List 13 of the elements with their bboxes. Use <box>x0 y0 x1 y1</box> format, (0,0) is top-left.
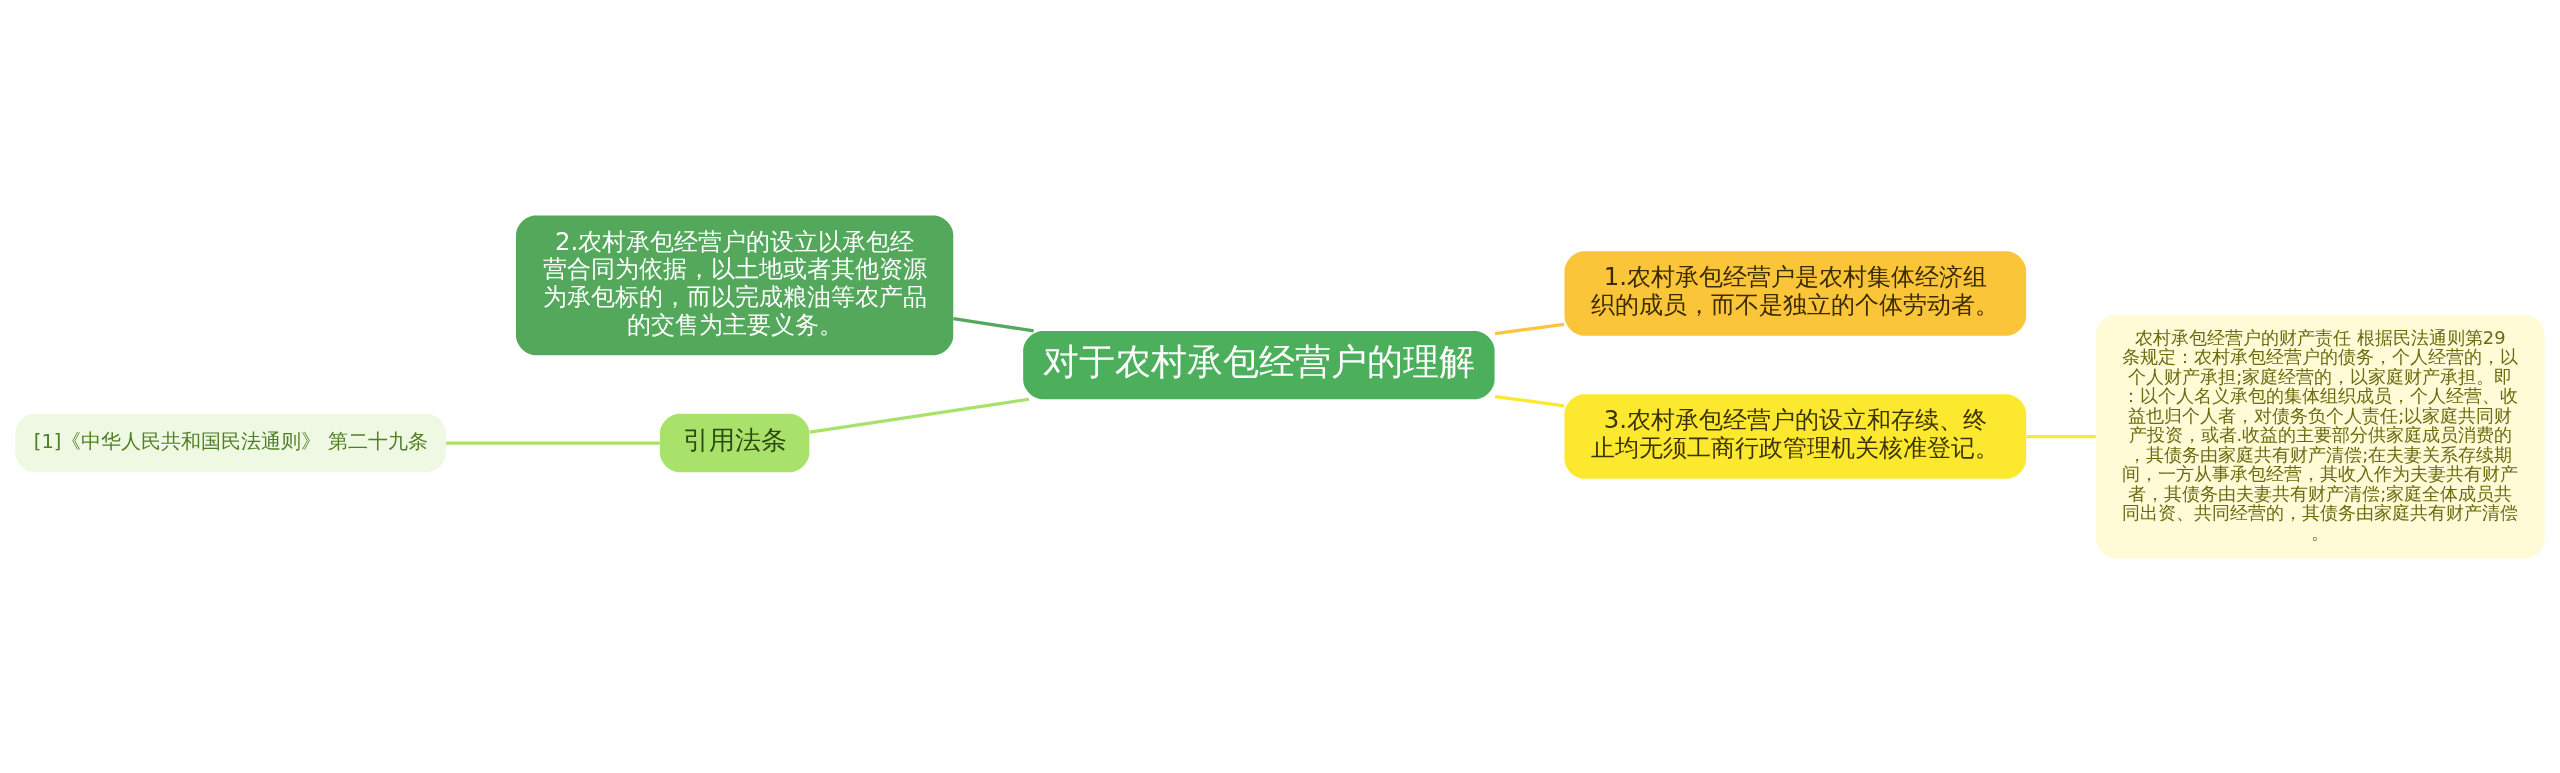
node-box: 1.农村承包经营户是农村集体经济组织的成员，而不是独立的个体劳动者。 <box>1564 250 2027 336</box>
connector <box>2026 434 2096 438</box>
connector <box>953 316 1034 332</box>
node-box: 3.农村承包经营户的设立和存续、终止均无须工商行政管理机关核准登记。 <box>1564 393 2027 479</box>
connector <box>446 440 660 445</box>
node-box: 农村承包经营户的财产责任 根据民法通则第29条规定：农村承包经营户的债务，个人经营的，以个人财产承担;家庭经营的，以家庭财产承担。即：以个人名义承包的集体组织成员，个人经营、收益也归个人者，对债务负个人责任;以家庭共同财产投资，或者.收益的主要部分供家庭成员消费的，其债务由家庭共有财产清偿;在夫妻关系存续期间，一方从事承包经营，其收入作为夫妻共有财产者，其债务由夫妻共有财产清偿;家庭全体成员共同出资、共同经营的，其债务由家庭共有财产清偿。 <box>2096 314 2545 558</box>
node-box: 对于农村承包经营户的理解 <box>1023 330 1495 399</box>
connector <box>809 397 1030 434</box>
node-box: [1]《中华人民共和国民法通则》 第二十九条 <box>15 413 447 472</box>
node-box: 引用法条 <box>659 413 810 472</box>
node-box: 2.农村承包经营户的设立以承包经营合同为依据，以土地或者其他资源为承包标的，而以完成粮油等农产品的交售为主要义务。 <box>516 215 954 355</box>
connector <box>1494 394 1565 407</box>
connector <box>1494 322 1565 335</box>
